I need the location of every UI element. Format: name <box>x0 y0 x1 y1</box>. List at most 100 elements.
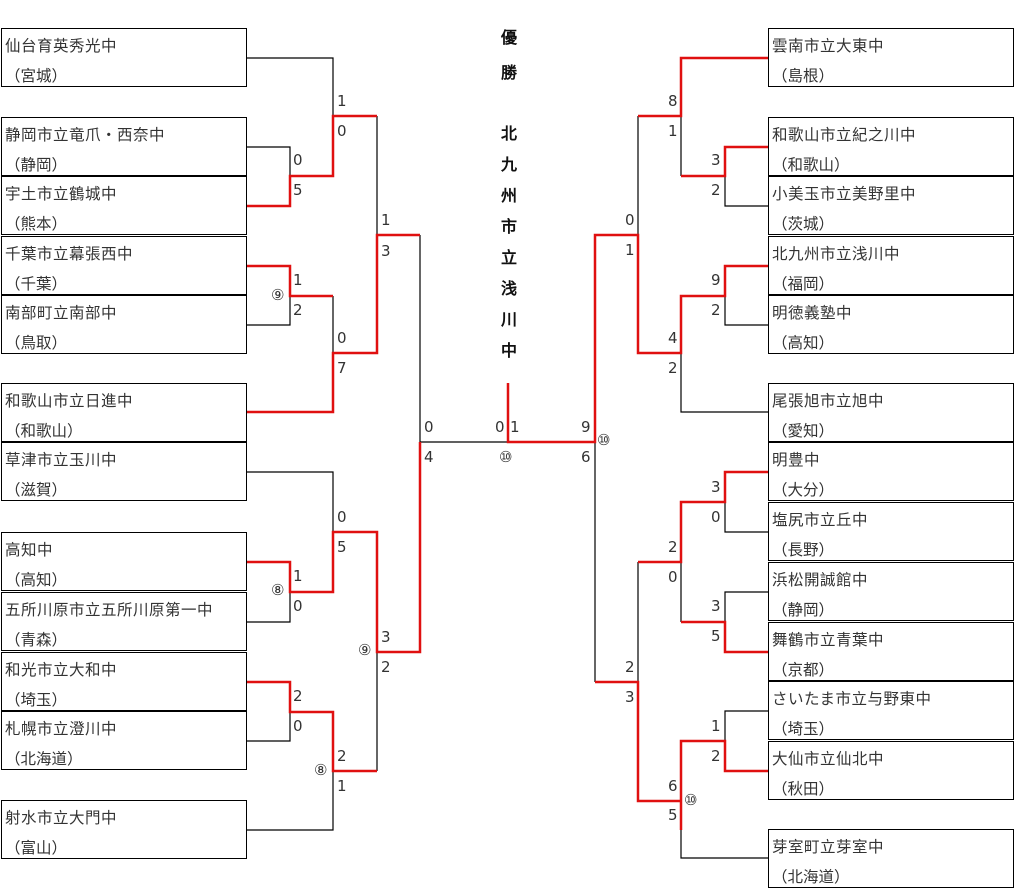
team-name: 札幌市立澄川中 <box>5 720 118 738</box>
winner-path-line <box>638 56 768 118</box>
bracket-line <box>419 235 508 443</box>
bracket-line <box>724 176 768 207</box>
team-box: 和歌山市立紀之川中（和歌山） <box>768 117 1014 176</box>
score: 3 <box>381 628 391 646</box>
score: 7 <box>337 359 347 377</box>
team-prefecture: （静岡） <box>772 601 835 619</box>
team-name: 小美玉市立美野里中 <box>772 185 917 203</box>
team-prefecture: （北海道） <box>772 868 850 886</box>
team-name: 明徳義塾中 <box>772 304 853 322</box>
team-box: 和光市立大和中（埼玉） <box>1 652 247 711</box>
score: 5 <box>711 627 721 645</box>
score: 3 <box>381 242 391 260</box>
team-box: 小美玉市立美野里中 （茨城） <box>768 176 1014 235</box>
score: 2 <box>381 658 391 676</box>
team-box: 芽室町立芽室中 （北海道） <box>768 829 1014 888</box>
team-name: 浜松開誠館中 <box>772 571 869 589</box>
score: 2 <box>625 658 635 676</box>
score: 5 <box>668 806 678 824</box>
score: 4 <box>668 329 678 347</box>
bracket-line <box>247 471 334 532</box>
bracket-line <box>247 57 334 116</box>
team-box: 宇土市立鶴城中 （熊本） <box>1 176 247 235</box>
score: 1 <box>381 211 391 229</box>
score: 0 <box>293 151 303 169</box>
team-box: 北九州市立浅川中（福岡） <box>768 236 1014 295</box>
game-number-marker: ⑧ <box>271 581 285 599</box>
score: 1 <box>337 92 347 110</box>
bracket-line <box>247 712 291 742</box>
score: 1 <box>711 717 721 735</box>
score: 3 <box>711 151 721 169</box>
team-name: 五所川原市立五所川原第一中 <box>5 601 214 619</box>
score: 2 <box>711 181 721 199</box>
game-number-marker: ⑨ <box>271 286 285 304</box>
score: 1 <box>337 777 347 795</box>
bracket-line <box>680 353 768 413</box>
team-box: 明徳義塾中（高知） <box>768 295 1014 354</box>
team-name: 草津市立玉川中 <box>5 451 118 469</box>
team-prefecture: （富山） <box>5 839 68 857</box>
score: 2 <box>293 687 303 705</box>
winner-path-line <box>247 680 377 773</box>
score: 0 <box>293 597 303 615</box>
winner-path-line <box>247 442 422 654</box>
champion-label-char: 勝 <box>500 63 517 82</box>
team-name: 高知中 <box>5 541 54 559</box>
team-prefecture: （熊本） <box>5 215 68 233</box>
score: 3 <box>711 478 721 496</box>
team-box: 舞鶴市立青葉中（京都） <box>768 622 1014 681</box>
score: 1 <box>668 122 678 140</box>
score: 6 <box>668 777 678 795</box>
team-name: 雲南市立大東中 <box>772 37 885 55</box>
score: 0 <box>424 418 434 436</box>
score: 0 <box>293 717 303 735</box>
champion-name-char: 市 <box>500 217 517 236</box>
team-prefecture: （茨城） <box>772 215 835 233</box>
score: 1 <box>293 271 303 289</box>
winner-path-line <box>679 739 768 830</box>
team-prefecture: （愛知） <box>772 422 835 440</box>
team-box: さいたま市立与野東中（埼玉） <box>768 681 1014 740</box>
bracket-line <box>247 771 334 831</box>
game-number-marker: ⑨ <box>358 641 372 659</box>
team-box: 射水市立大門中 （富山） <box>1 800 247 859</box>
game-number-marker: ⑩ <box>684 791 698 809</box>
score: 1 <box>293 567 303 585</box>
winner-path-line <box>681 145 768 178</box>
team-prefecture: （青森） <box>5 631 68 649</box>
score: 4 <box>424 448 434 466</box>
score: 0 <box>495 418 505 436</box>
bracket-line <box>680 830 768 859</box>
team-prefecture: （福岡） <box>772 275 835 293</box>
winner-path-line <box>595 680 681 803</box>
team-prefecture: （宮城） <box>5 67 68 85</box>
team-box: 浜松開誠館中 （静岡） <box>768 562 1014 621</box>
bracket-line <box>724 710 768 741</box>
team-name: 宇土市立鶴城中 <box>5 185 118 203</box>
score: 2 <box>711 301 721 319</box>
team-name: 舞鶴市立青葉中 <box>772 631 885 649</box>
team-name: 塩尻市立丘中 <box>772 511 869 529</box>
champion-name-char: 川 <box>500 310 517 329</box>
champion-name-char: 九 <box>500 155 517 174</box>
score: 1 <box>625 241 635 259</box>
team-box: 雲南市立大東中（島根） <box>768 28 1014 87</box>
winner-path-line <box>247 114 377 208</box>
team-name: 南部町立南部中 <box>5 304 118 322</box>
team-name: 射水市立大門中 <box>5 809 118 827</box>
team-name: 芽室町立芽室中 <box>772 838 885 856</box>
team-prefecture: （長野） <box>772 541 835 559</box>
score: 2 <box>337 747 347 765</box>
team-prefecture: （和歌山） <box>5 422 83 440</box>
champion-name-char: 浅 <box>500 279 517 298</box>
score: 0 <box>711 508 721 526</box>
score: 6 <box>581 448 591 466</box>
score: 3 <box>711 597 721 615</box>
team-box: 五所川原市立五所川原第一中 （青森） <box>1 592 247 651</box>
team-name: 尾張旭市立旭中 <box>772 392 885 410</box>
winner-path-line <box>681 620 768 654</box>
team-prefecture: （滋賀） <box>5 481 68 499</box>
game-number-marker: ⑧ <box>314 761 328 779</box>
